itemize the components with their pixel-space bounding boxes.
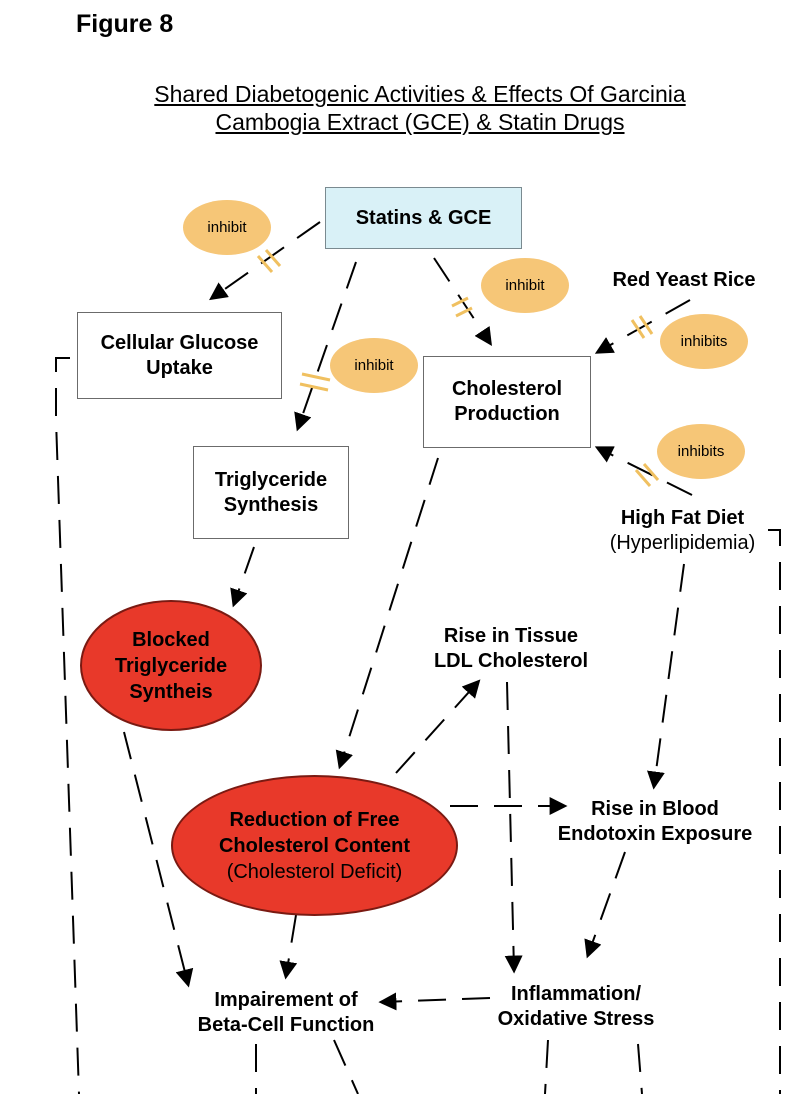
endotoxin-line-2: Endotoxin Exposure bbox=[557, 823, 753, 845]
arrow-redyeast-to-cholesterol bbox=[594, 299, 691, 354]
inflammation-line-2: Oxidative Stress bbox=[497, 1008, 655, 1030]
blocked-line-3: Syntheis bbox=[129, 680, 213, 703]
impairment-line-2: Beta-Cell Function bbox=[197, 1014, 375, 1036]
glucose-line-2: Uptake bbox=[146, 356, 213, 379]
reduction-line-3: (Cholesterol Deficit) bbox=[226, 860, 403, 883]
arrow-reduction-to-ldl bbox=[395, 679, 481, 774]
triglyceride-line-2: Synthesis bbox=[223, 493, 319, 516]
inhibit-mark-2 bbox=[451, 296, 469, 308]
inhibit-badge-2-label: inhibit bbox=[505, 277, 545, 294]
inflammation-node: Inflammation/ Oxidative Stress bbox=[478, 982, 674, 1032]
rise-ldl-node: Rise in Tissue LDL Cholesterol bbox=[400, 624, 622, 674]
inhibit-badge-1: inhibit bbox=[183, 200, 271, 255]
inhibit-badge-3: inhibit bbox=[330, 338, 418, 393]
triglyceride-synthesis-node: Triglyceride Synthesis bbox=[193, 446, 349, 539]
inhibit-badge-3-label: inhibit bbox=[354, 357, 394, 374]
impairment-beta-cell-node: Impairement of Beta-Cell Function bbox=[176, 988, 396, 1038]
high-fat-line-2: (Hyperlipidemia) bbox=[609, 532, 756, 554]
triglyceride-line-1: Triglyceride bbox=[214, 468, 328, 491]
rise-endotoxin-node: Rise in Blood Endotoxin Exposure bbox=[540, 797, 770, 847]
inhibit-mark-5b bbox=[642, 463, 660, 481]
line-inflammation-down-2 bbox=[637, 1043, 643, 1094]
arrow-cholesterol-to-reduction bbox=[335, 457, 439, 770]
statins-gce-label: Statins & GCE bbox=[355, 206, 492, 229]
inhibit-badge-1-label: inhibit bbox=[207, 219, 247, 236]
inhibit-mark-4 bbox=[630, 319, 646, 339]
blocked-line-2: Triglyceride bbox=[114, 654, 228, 677]
reduction-free-cholesterol-node: Reduction of Free Cholesterol Content (C… bbox=[171, 775, 458, 916]
title-line-2: Cambogia Extract (GCE) & Statin Drugs bbox=[215, 109, 625, 135]
arrow-statins-to-glucose bbox=[209, 221, 321, 301]
inhibit-badge-2: inhibit bbox=[481, 258, 569, 313]
inhibit-mark-5 bbox=[634, 469, 652, 487]
rise-ldl-line-2: LDL Cholesterol bbox=[433, 650, 589, 672]
reduction-line-2: Cholesterol Content bbox=[218, 834, 411, 857]
inhibits-badge-1: inhibits bbox=[660, 314, 748, 369]
blocked-triglyceride-node: Blocked Triglyceride Syntheis bbox=[80, 600, 262, 731]
line-impairment-down-2 bbox=[333, 1039, 359, 1094]
blocked-line-1: Blocked bbox=[132, 628, 210, 651]
arrow-highfat-to-endotoxin bbox=[647, 563, 685, 790]
inhibit-mark-2b bbox=[455, 306, 473, 318]
inhibit-marks bbox=[256, 249, 660, 487]
side-line-right bbox=[768, 529, 781, 1094]
reduction-line-1: Reduction of Free bbox=[229, 808, 400, 831]
cholesterol-prod-line-2: Production bbox=[454, 403, 560, 425]
arrow-statins-to-triglyceride bbox=[294, 261, 357, 432]
red-yeast-rice-label: Red Yeast Rice bbox=[612, 269, 756, 291]
arrow-endotoxin-to-inflammation bbox=[584, 851, 626, 959]
arrow-ldl-to-inflammation bbox=[504, 681, 523, 974]
arrow-reduction-to-impairment bbox=[279, 914, 298, 980]
inhibit-mark-3 bbox=[301, 372, 331, 382]
inhibit-mark-4b bbox=[638, 315, 654, 335]
inhibit-mark-1b bbox=[264, 249, 282, 267]
cholesterol-prod-line-1: Cholesterol bbox=[451, 378, 563, 400]
inhibit-mark-1 bbox=[256, 255, 274, 273]
high-fat-line-1: High Fat Diet bbox=[620, 507, 745, 529]
inhibits-badge-2: inhibits bbox=[657, 424, 745, 479]
inhibit-mark-3b bbox=[299, 382, 329, 392]
inhibits-badge-1-label: inhibits bbox=[680, 333, 728, 350]
statins-gce-node: Statins & GCE bbox=[325, 187, 522, 249]
diagram-title: Shared Diabetogenic Activities & Effects… bbox=[110, 80, 730, 136]
impairment-line-1: Impairement of bbox=[214, 989, 358, 1011]
glucose-uptake-node: Cellular Glucose Uptake bbox=[77, 312, 282, 399]
inflammation-line-1: Inflammation/ bbox=[510, 983, 641, 1005]
figure-label: Figure 8 bbox=[76, 10, 174, 38]
inhibits-badge-2-label: inhibits bbox=[677, 443, 725, 460]
side-line-left bbox=[55, 357, 80, 1094]
arrow-inflammation-to-impairment bbox=[378, 992, 491, 1011]
line-inflammation-down-1 bbox=[544, 1039, 549, 1094]
title-line-1: Shared Diabetogenic Activities & Effects… bbox=[154, 81, 686, 107]
endotoxin-line-1: Rise in Blood bbox=[591, 798, 719, 820]
high-fat-diet-node: High Fat Diet (Hyperlipidemia) bbox=[585, 506, 780, 556]
rise-ldl-line-1: Rise in Tissue bbox=[443, 625, 579, 647]
arrow-triglyceride-to-blocked bbox=[230, 546, 255, 608]
arrow-highfat-to-cholesterol bbox=[594, 446, 693, 496]
glucose-line-1: Cellular Glucose bbox=[100, 331, 259, 354]
cholesterol-production-node: Cholesterol Production bbox=[423, 356, 591, 448]
